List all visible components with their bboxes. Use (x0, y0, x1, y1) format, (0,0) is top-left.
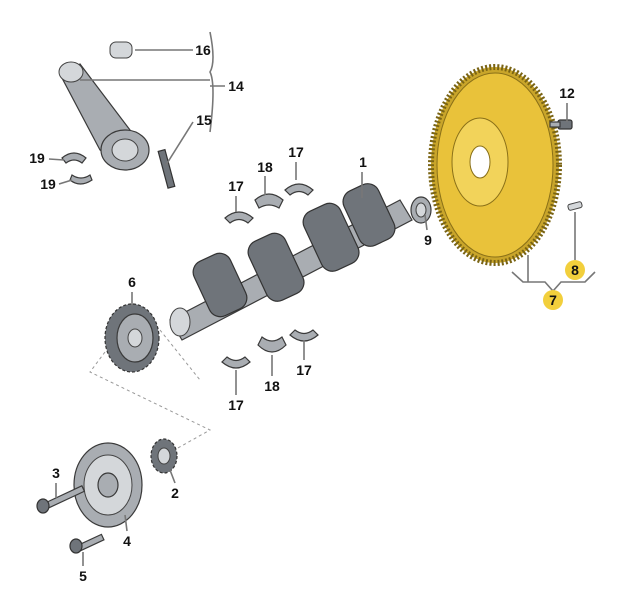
label-1[interactable]: 1 (359, 154, 367, 170)
label-17[interactable]: 17 (228, 178, 244, 194)
bearing-shell-lower[interactable] (69, 174, 93, 185)
thrust-washer[interactable] (289, 329, 319, 342)
label-8[interactable]: 8 (571, 262, 579, 278)
label-5[interactable]: 5 (79, 568, 87, 584)
label-19[interactable]: 19 (29, 150, 45, 166)
damper-bolt[interactable] (69, 533, 105, 554)
vibration-damper[interactable] (73, 442, 143, 528)
label-17[interactable]: 17 (296, 362, 312, 378)
label-2[interactable]: 2 (171, 485, 179, 501)
highlight-badge (565, 260, 585, 280)
label-17[interactable]: 17 (228, 397, 244, 413)
label-9[interactable]: 9 (424, 232, 432, 248)
label-18[interactable]: 18 (257, 159, 273, 175)
main-bearing-shell[interactable] (257, 336, 287, 353)
main-bearing-shell[interactable] (254, 193, 284, 209)
bearing-shell-upper[interactable] (61, 152, 87, 164)
label-6[interactable]: 6 (128, 274, 136, 290)
needle-bearing[interactable] (410, 196, 432, 224)
highlight-badge (543, 290, 563, 310)
toothed-belt-sprocket[interactable] (150, 438, 178, 474)
con-rod-bushing[interactable] (109, 41, 133, 59)
flywheel-bolt[interactable] (549, 119, 573, 130)
dowel-pin[interactable] (567, 201, 583, 211)
label-3[interactable]: 3 (52, 465, 60, 481)
label-18[interactable]: 18 (264, 378, 280, 394)
label-15[interactable]: 15 (196, 112, 212, 128)
crankshaft-sprocket[interactable] (104, 303, 160, 373)
label-14[interactable]: 14 (228, 78, 244, 94)
thrust-washer[interactable] (221, 356, 251, 369)
con-rod-bolt[interactable] (157, 148, 176, 189)
thrust-washer[interactable] (224, 211, 254, 224)
label-7[interactable]: 7 (549, 292, 557, 308)
thrust-washer[interactable] (284, 183, 314, 196)
crankshaft[interactable] (169, 180, 413, 341)
label-12[interactable]: 12 (559, 85, 575, 101)
label-16[interactable]: 16 (195, 42, 211, 58)
flywheel[interactable] (428, 64, 562, 266)
pulley-bolt[interactable] (36, 485, 86, 514)
label-17[interactable]: 17 (288, 144, 304, 160)
connecting-rod[interactable] (58, 61, 150, 171)
label-4[interactable]: 4 (123, 533, 131, 549)
label-19[interactable]: 19 (40, 176, 56, 192)
